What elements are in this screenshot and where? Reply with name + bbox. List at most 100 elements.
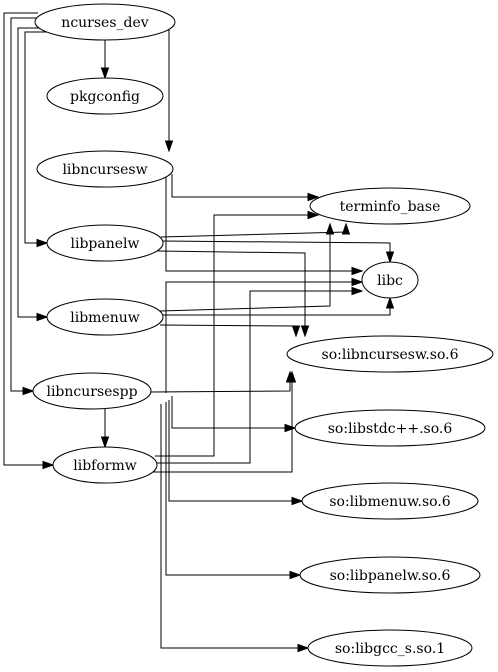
arrowhead xyxy=(291,325,301,338)
edge-libpanelw-to-so_libncursesw xyxy=(157,250,310,338)
node-so_libmenuw: so:libmenuw.so.6 xyxy=(301,482,479,520)
edge-line xyxy=(160,404,308,649)
edge-line xyxy=(3,12,53,466)
arrowhead xyxy=(164,140,174,153)
node-so_libgcc: so:libgcc_s.so.1 xyxy=(307,629,473,667)
edge-line xyxy=(10,17,40,392)
arrowhead xyxy=(351,266,364,276)
edge-ncurses_dev-to-libncursesw xyxy=(164,29,174,153)
arrowhead xyxy=(284,423,297,433)
node-label: terminfo_base xyxy=(340,199,441,215)
edge-line xyxy=(155,214,318,457)
edge-libncursespp-to-so_libstdc xyxy=(171,396,297,433)
edge-libncursesw-to-terminfo_base xyxy=(171,174,320,202)
edge-line xyxy=(161,298,391,316)
arrowhead xyxy=(100,436,110,449)
node-ellipse xyxy=(36,150,174,188)
arrowhead xyxy=(100,67,110,80)
arrowhead xyxy=(36,312,49,322)
arrowhead xyxy=(307,210,320,220)
edge-line xyxy=(166,29,170,151)
node-so_libncursesw: so:libncursesw.so.6 xyxy=(286,335,494,373)
node-label: so:libstdc++.so.6 xyxy=(328,421,453,437)
arrowhead xyxy=(291,496,304,506)
edge-libmenuw-to-terminfo_base xyxy=(159,222,335,312)
edge-line xyxy=(165,281,362,393)
arrowhead xyxy=(341,222,351,235)
edge-libncursespp-to-so_libmenuw xyxy=(168,400,304,506)
node-label: so:libgcc_s.so.1 xyxy=(335,641,445,657)
node-label: libncursespp xyxy=(46,384,137,400)
edge-line xyxy=(168,400,302,502)
edge-line xyxy=(171,396,295,429)
edge-line xyxy=(17,27,47,318)
node-label: libncursesw xyxy=(62,162,147,178)
node-ellipse xyxy=(52,446,158,484)
node-ellipse xyxy=(361,261,419,299)
edge-line xyxy=(150,372,291,393)
node-ellipse xyxy=(46,298,164,336)
node-libncursespp: libncursespp xyxy=(32,372,152,410)
edge-libpanelw-to-libc xyxy=(161,240,395,264)
arrowhead xyxy=(385,251,395,264)
node-libmenuw: libmenuw xyxy=(46,298,164,336)
node-label: libformw xyxy=(73,458,136,474)
edge-libmenuw-to-libc xyxy=(161,296,395,316)
edge-libncursesw-to-libc xyxy=(165,177,364,276)
arrowhead xyxy=(42,460,55,470)
edge-libformw-to-terminfo_base xyxy=(155,210,320,457)
edge-libformw-to-libc xyxy=(157,286,364,464)
node-ncurses_dev: ncurses_dev xyxy=(34,3,176,41)
edge-line xyxy=(157,250,306,336)
node-ellipse xyxy=(46,224,164,262)
edge-libformw-to-so_libncursesw xyxy=(153,370,297,473)
nodes-layer: ncurses_devpkgconfiglibncurseswterminfo_… xyxy=(32,3,494,667)
node-ellipse xyxy=(32,372,152,410)
node-ellipse xyxy=(34,3,176,41)
arrowhead xyxy=(351,286,364,296)
edge-libmenuw-to-so_libncursesw xyxy=(159,324,301,338)
node-ellipse xyxy=(307,629,473,667)
edge-libncursespp-to-so_libgcc xyxy=(160,404,310,653)
node-libformw: libformw xyxy=(52,446,158,484)
edge-libncursespp-to-libc xyxy=(165,277,364,393)
edge-line xyxy=(165,402,300,576)
arrowhead xyxy=(297,643,310,653)
arrowhead xyxy=(351,277,364,287)
edges-layer xyxy=(3,12,395,653)
node-ellipse xyxy=(301,482,479,520)
edge-line xyxy=(157,290,362,464)
node-so_libstdc: so:libstdc++.so.6 xyxy=(294,409,486,447)
edge-line xyxy=(159,224,331,312)
edge-libncursespp-to-so_libncursesw xyxy=(150,370,295,393)
node-ellipse xyxy=(46,77,164,115)
edge-libpanelw-to-terminfo_base xyxy=(160,222,351,238)
node-label: libc xyxy=(377,273,403,289)
edge-line xyxy=(159,324,297,336)
node-label: libpanelw xyxy=(71,236,140,252)
node-label: so:libmenuw.so.6 xyxy=(329,494,450,510)
node-so_libpanelw: so:libpanelw.so.6 xyxy=(299,556,481,594)
node-label: so:libpanelw.so.6 xyxy=(330,568,451,584)
edge-line xyxy=(24,31,54,244)
edge-ncurses_dev-to-libformw xyxy=(3,12,55,470)
node-libncursesw: libncursesw xyxy=(36,150,174,188)
node-terminfo_base: terminfo_base xyxy=(309,187,471,225)
arrowhead xyxy=(287,370,297,383)
edge-ncurses_dev-to-pkgconfig xyxy=(100,40,110,80)
edge-line xyxy=(153,372,293,473)
edge-line xyxy=(171,174,318,198)
node-libc: libc xyxy=(361,261,419,299)
node-label: ncurses_dev xyxy=(61,15,148,31)
edge-ncurses_dev-to-libncursespp xyxy=(10,17,40,396)
edge-line xyxy=(165,177,362,272)
node-label: libmenuw xyxy=(70,310,140,326)
node-ellipse xyxy=(309,187,471,225)
node-label: so:libncursesw.so.6 xyxy=(322,347,459,363)
node-ellipse xyxy=(294,409,486,447)
edge-libncursespp-to-so_libpanelw xyxy=(165,402,302,580)
arrowhead xyxy=(325,222,335,235)
arrowhead xyxy=(300,325,310,338)
edge-libncursespp-to-libformw xyxy=(100,409,110,449)
